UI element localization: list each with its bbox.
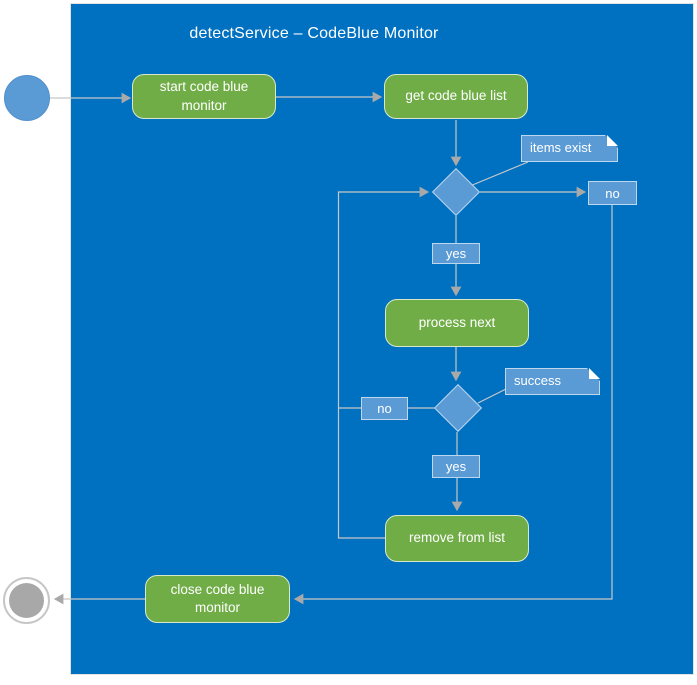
edge-no-to-close-monitor bbox=[293, 205, 613, 605]
initial-node bbox=[4, 75, 50, 121]
activity-start-code-blue-monitor: start code blue monitor bbox=[132, 74, 276, 119]
branch-label-text: yes bbox=[445, 459, 467, 474]
activity-label: start code blue monitor bbox=[159, 79, 249, 113]
branch-label-text: no bbox=[377, 401, 392, 416]
diagram-title: detectService – CodeBlue Monitor bbox=[189, 25, 439, 42]
activity-close-code-blue-monitor: close code blue monitor bbox=[145, 575, 290, 623]
final-node bbox=[3, 577, 50, 624]
note-connector-success bbox=[477, 388, 507, 404]
branch-label-yes-1: yes bbox=[432, 243, 480, 264]
activity-label: process next bbox=[418, 314, 496, 330]
note-success: success bbox=[505, 368, 600, 395]
note-label: items exist bbox=[530, 140, 592, 155]
note-items-exist: items exist bbox=[521, 135, 618, 162]
activity-remove-from-list: remove from list bbox=[385, 515, 529, 562]
activity-label: close code blue monitor bbox=[170, 581, 265, 615]
final-node-core bbox=[9, 583, 44, 618]
branch-label-no-1: no bbox=[588, 181, 637, 205]
note-connector-items-exist bbox=[469, 161, 529, 187]
edge-loop-back-to-decision1 bbox=[337, 186, 430, 539]
activity-label: get code blue list bbox=[405, 88, 507, 104]
activity-get-code-blue-list: get code blue list bbox=[384, 74, 528, 119]
branch-label-text: no bbox=[605, 185, 620, 201]
note-label: success bbox=[514, 373, 561, 388]
branch-label-yes-2: yes bbox=[432, 455, 480, 478]
branch-label-text: yes bbox=[445, 246, 467, 261]
branch-label-no-2: no bbox=[361, 397, 408, 420]
activity-process-next: process next bbox=[385, 299, 529, 347]
activity-label: remove from list bbox=[408, 530, 506, 546]
